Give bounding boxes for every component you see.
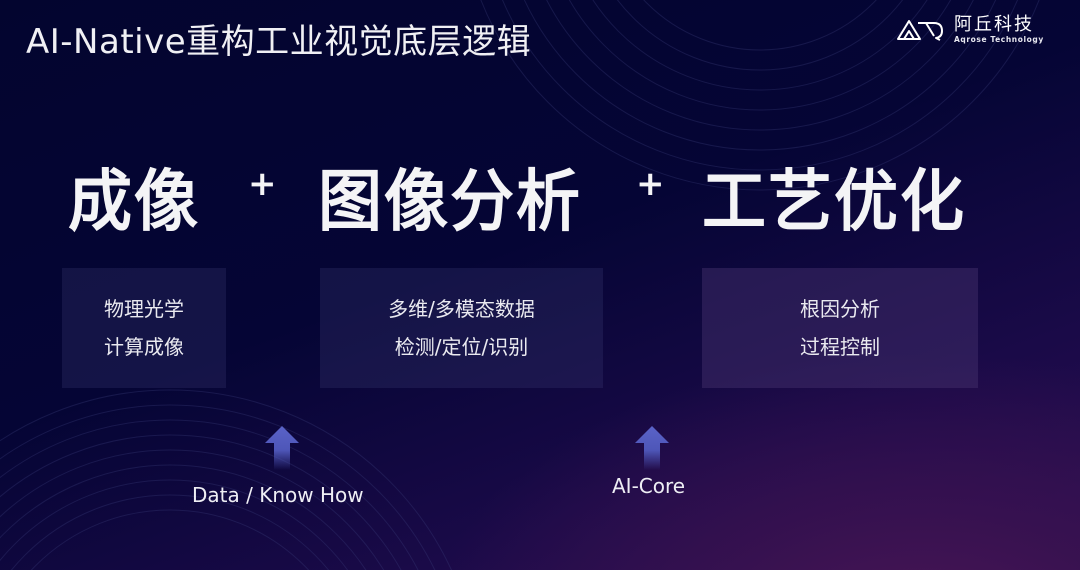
logo-name-en: Aqrose Technology bbox=[954, 35, 1044, 44]
aqrose-logo-icon bbox=[897, 19, 943, 41]
slide-title: AI-Native重构工业视觉底层逻辑 bbox=[26, 22, 532, 62]
plus-sign-2: + bbox=[636, 164, 665, 204]
company-logo: 阿丘科技 Aqrose Technology bbox=[896, 16, 1044, 44]
box-line: 物理光学 bbox=[104, 297, 184, 321]
box-line: 计算成像 bbox=[104, 335, 184, 359]
box-line: 多维/多模态数据 bbox=[388, 297, 535, 321]
box-image-analysis: 多维/多模态数据 检测/定位/识别 bbox=[320, 268, 603, 388]
arrow-up-icon bbox=[635, 426, 669, 470]
headline-process-optimization: 工艺优化 bbox=[702, 163, 966, 242]
box-line: 检测/定位/识别 bbox=[394, 335, 529, 359]
arrow-up-icon bbox=[265, 426, 299, 470]
box-line: 根因分析 bbox=[800, 297, 880, 321]
label-data-know-how: Data / Know How bbox=[192, 483, 364, 507]
headline-image-analysis: 图像分析 bbox=[318, 163, 582, 242]
plus-sign-1: + bbox=[248, 164, 277, 204]
box-process-optimization: 根因分析 过程控制 bbox=[702, 268, 978, 388]
box-imaging: 物理光学 计算成像 bbox=[62, 268, 226, 388]
headline-imaging: 成像 bbox=[68, 163, 200, 242]
headline: 成像 + 图像分析 + 工艺优化 bbox=[0, 150, 1080, 241]
box-line: 过程控制 bbox=[800, 335, 880, 359]
label-ai-core: AI-Core bbox=[612, 474, 686, 498]
logo-name-cn: 阿丘科技 bbox=[954, 14, 1034, 35]
